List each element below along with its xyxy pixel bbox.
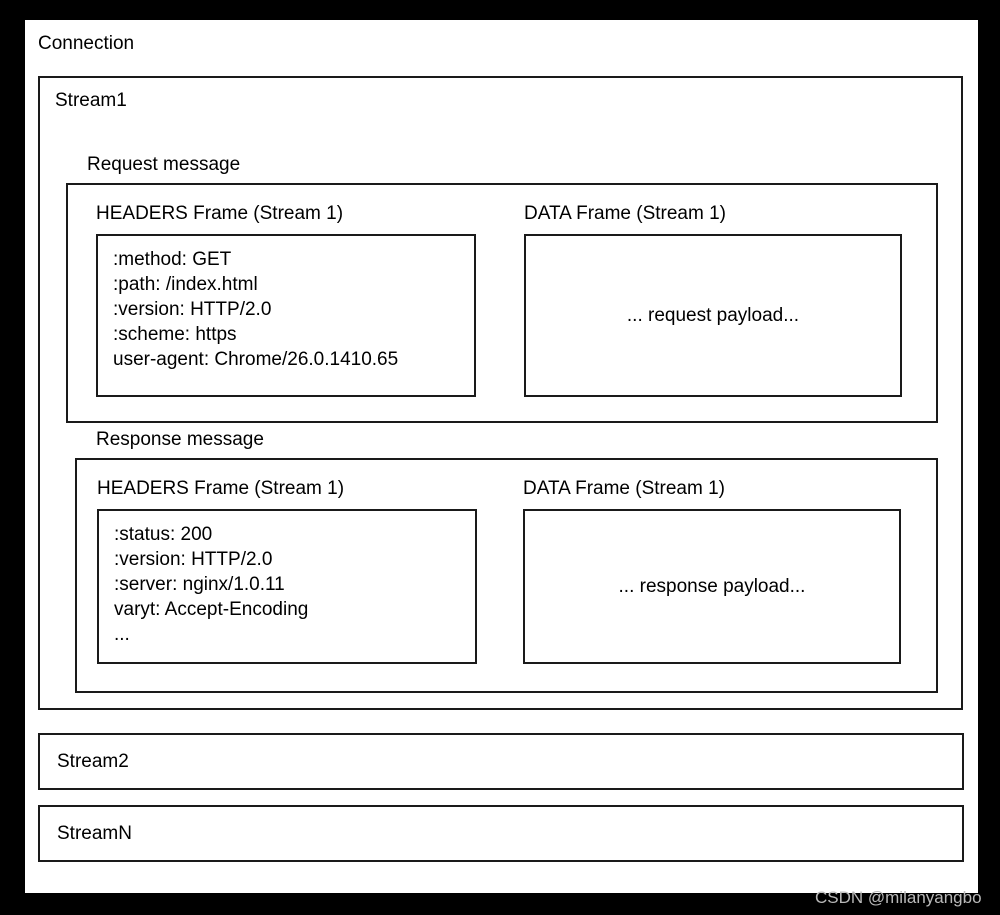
response-data-frame-body: ... response payload... (523, 509, 901, 664)
streamN-container: StreamN (38, 805, 964, 862)
request-header-field-list: :method: GET :path: /index.html :version… (113, 247, 398, 372)
streamN-label: StreamN (57, 823, 132, 844)
response-payload-text: ... response payload... (618, 575, 806, 597)
stream1-label: Stream1 (55, 90, 127, 111)
header-field: :version: HTTP/2.0 (113, 299, 272, 320)
stream2-container: Stream2 (38, 733, 964, 790)
response-message-box: HEADERS Frame (Stream 1) :status: 200 :v… (75, 458, 938, 693)
header-field: :path: /index.html (113, 274, 258, 295)
header-field: :method: GET (113, 249, 232, 270)
request-payload-text: ... request payload... (626, 304, 800, 326)
header-field: varyt: Accept-Encoding (114, 599, 309, 620)
request-message-label: Request message (87, 154, 241, 175)
response-headers-frame-label: HEADERS Frame (Stream 1) (97, 478, 345, 499)
stream1-container: Stream1 Request message HEADERS Frame (S… (38, 76, 963, 710)
stream2-label: Stream2 (57, 751, 129, 772)
header-field: :version: HTTP/2.0 (114, 549, 273, 570)
response-headers-frame-body: :status: 200 :version: HTTP/2.0 :server:… (97, 509, 477, 664)
request-data-frame-label: DATA Frame (Stream 1) (524, 203, 726, 224)
header-field: :server: nginx/1.0.11 (114, 574, 285, 595)
connection-label: Connection (38, 33, 135, 54)
request-headers-frame-body: :method: GET :path: /index.html :version… (96, 234, 476, 397)
request-data-frame-body: ... request payload... (524, 234, 902, 397)
request-headers-frame-label: HEADERS Frame (Stream 1) (96, 203, 344, 224)
watermark-text: CSDN @milanyangbo (815, 888, 982, 907)
diagram-panel: Connection Stream1 Request message HEADE… (25, 20, 978, 893)
header-field: user-agent: Chrome/26.0.1410.65 (113, 349, 399, 370)
response-data-frame-label: DATA Frame (Stream 1) (523, 478, 725, 499)
response-header-field-list: :status: 200 :version: HTTP/2.0 :server:… (114, 522, 308, 647)
request-message-box: HEADERS Frame (Stream 1) :method: GET :p… (66, 183, 938, 423)
header-field: :scheme: https (113, 324, 237, 345)
response-message-label: Response message (96, 429, 264, 450)
header-field: :status: 200 (114, 524, 213, 545)
header-field: ... (114, 624, 130, 645)
